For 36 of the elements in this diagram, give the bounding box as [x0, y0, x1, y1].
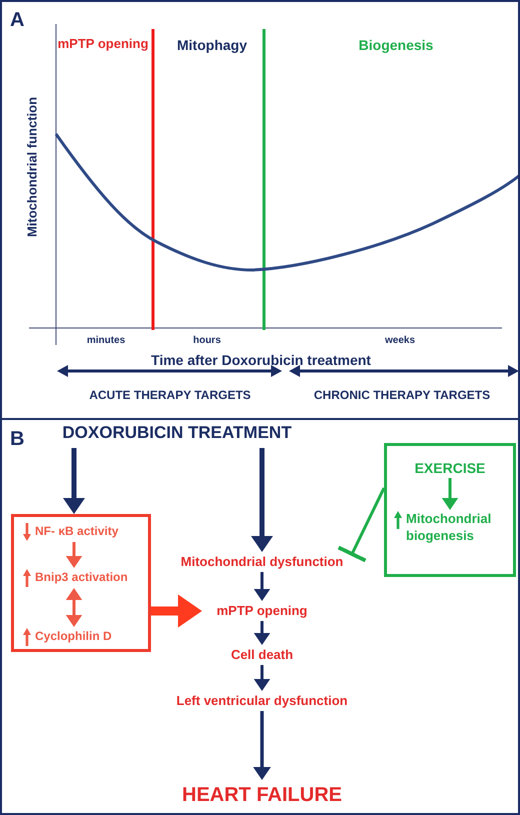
outcome-heading: HEART FAILURE — [157, 780, 367, 810]
arrow — [66, 542, 82, 568]
axis-title: Mitochondrial function — [23, 96, 40, 238]
span-label: ACUTE THERAPY TARGETS — [89, 387, 251, 404]
time-label: minutes — [86, 334, 126, 348]
arrow — [253, 711, 271, 780]
pathway-step: Cyclophilin D — [35, 627, 147, 647]
pathway-step: NF- κB activity — [35, 522, 147, 542]
pathway-frame — [11, 514, 151, 652]
time-label: hours — [193, 334, 221, 348]
phase-label: Mitophagy — [177, 36, 247, 55]
arrow — [63, 448, 85, 514]
time-label: weeks — [384, 334, 416, 348]
arrow — [254, 572, 270, 601]
pathway-step: Bnip3 activation — [35, 568, 147, 588]
arrow — [66, 588, 82, 627]
panel-letter: A — [10, 8, 24, 33]
arrow — [254, 665, 270, 691]
flow-step: Left ventricular dysfunction — [162, 691, 362, 711]
arrow — [254, 621, 270, 645]
treatment-heading: DOXORUBICIN TREATMENT — [52, 420, 302, 448]
arrow — [251, 448, 273, 552]
phase-label: mPTP opening — [58, 35, 148, 53]
intervention-effect: Mitochondrial biogenesis — [406, 510, 510, 550]
intervention-title: EXERCISE — [402, 458, 498, 478]
axis-title: Time after Doxorubicin treatment — [151, 351, 371, 370]
phase-label: Biogenesis — [358, 36, 434, 55]
inhibition-line — [338, 487, 386, 562]
span-label: CHRONIC THERAPY TARGETS — [314, 387, 490, 404]
flow-step: Mitochondrial dysfunction — [172, 552, 352, 572]
flow-step: mPTP opening — [202, 601, 322, 621]
intervention-frame — [384, 443, 516, 577]
arrow — [151, 594, 202, 628]
flow-step: Cell death — [202, 645, 322, 665]
arrow — [442, 478, 458, 510]
panel-letter: B — [10, 427, 24, 452]
